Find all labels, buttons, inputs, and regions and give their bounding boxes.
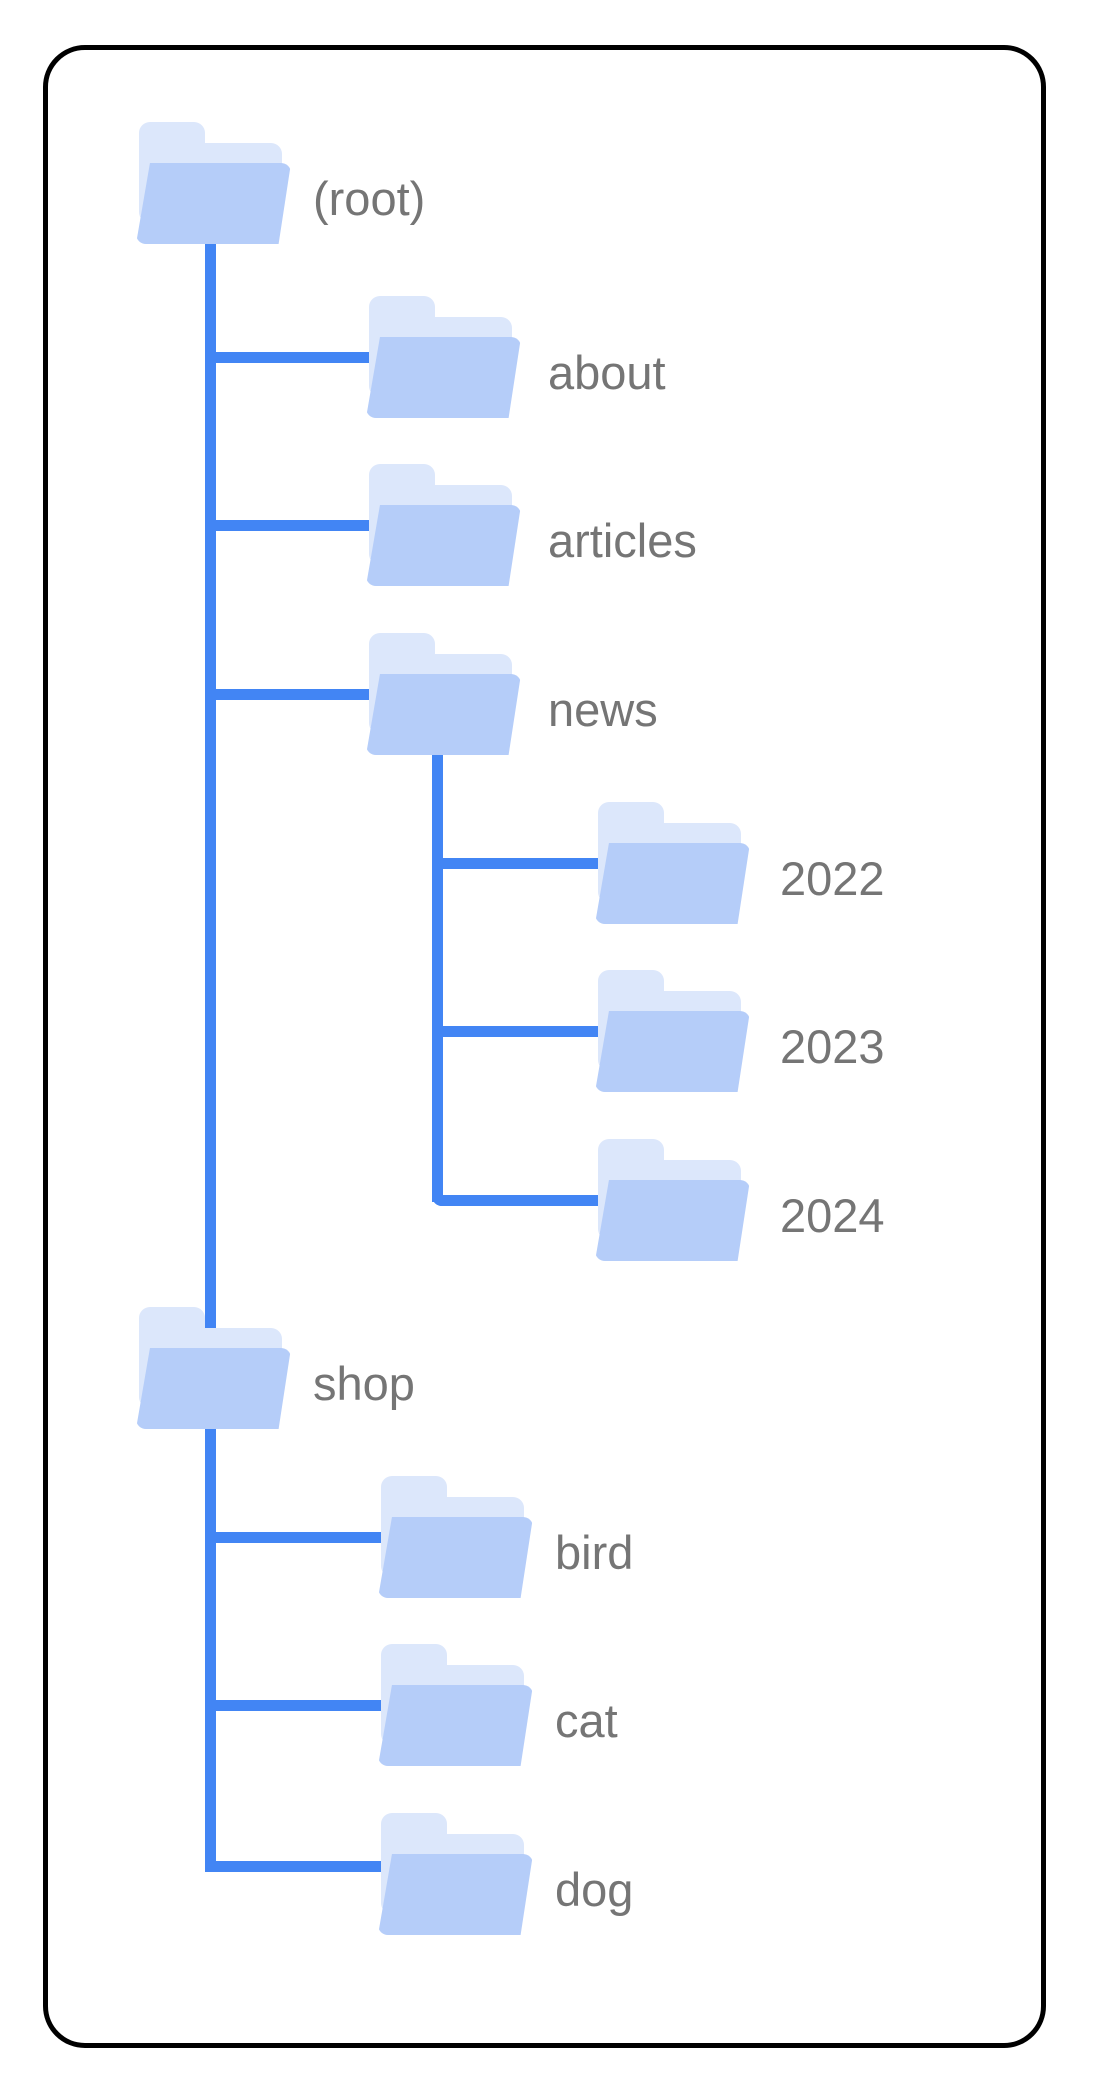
folder-front-shape (366, 674, 521, 755)
folder-label-shop: shop (313, 1357, 415, 1410)
folder-label-root: (root) (313, 172, 426, 225)
folder-icon[interactable] (378, 1813, 533, 1935)
folder-front-shape (378, 1517, 533, 1598)
folder-icon[interactable] (366, 633, 521, 755)
branch-shop-cat (205, 1700, 392, 1711)
trunk-news (432, 750, 443, 1202)
folder-front-shape (136, 1348, 291, 1429)
folder-front-shape (595, 1011, 750, 1092)
folder-label-dog: dog (555, 1863, 634, 1916)
folder-front-shape (595, 843, 750, 924)
folder-front-shape (378, 1854, 533, 1935)
folder-front-shape (595, 1180, 750, 1261)
folder-icon[interactable] (366, 464, 521, 586)
folder-icon[interactable] (595, 1139, 750, 1261)
folder-icon[interactable] (378, 1476, 533, 1598)
folder-label-cat: cat (555, 1694, 618, 1747)
folder-label-news: news (548, 683, 658, 736)
folder-front-shape (378, 1685, 533, 1766)
folder-label-about: about (548, 346, 666, 399)
folder-icon[interactable] (595, 802, 750, 924)
branch-shop-bird (205, 1532, 392, 1543)
folder-icon[interactable] (366, 296, 521, 418)
folder-label-bird: bird (555, 1526, 634, 1579)
branch-root-about (205, 352, 380, 363)
trunk-root (205, 240, 216, 1872)
folder-label-2022: 2022 (780, 852, 885, 905)
folder-label-2024: 2024 (780, 1189, 885, 1242)
branch-root-news (205, 689, 380, 700)
folder-icon[interactable] (378, 1644, 533, 1766)
branch-news-2022 (432, 858, 607, 869)
branch-shop-dog (205, 1806, 392, 1872)
folder-front-shape (366, 337, 521, 418)
branch-news-2023 (432, 1026, 607, 1037)
folder-icon[interactable] (136, 122, 291, 244)
folder-icon[interactable] (595, 970, 750, 1092)
folder-label-2023: 2023 (780, 1020, 885, 1073)
folder-front-shape (366, 505, 521, 586)
folder-label-articles: articles (548, 514, 697, 567)
branch-root-articles (205, 520, 380, 531)
folder-icon[interactable] (136, 1307, 291, 1429)
branch-news-2024 (432, 1140, 607, 1206)
folder-front-shape (136, 163, 291, 244)
